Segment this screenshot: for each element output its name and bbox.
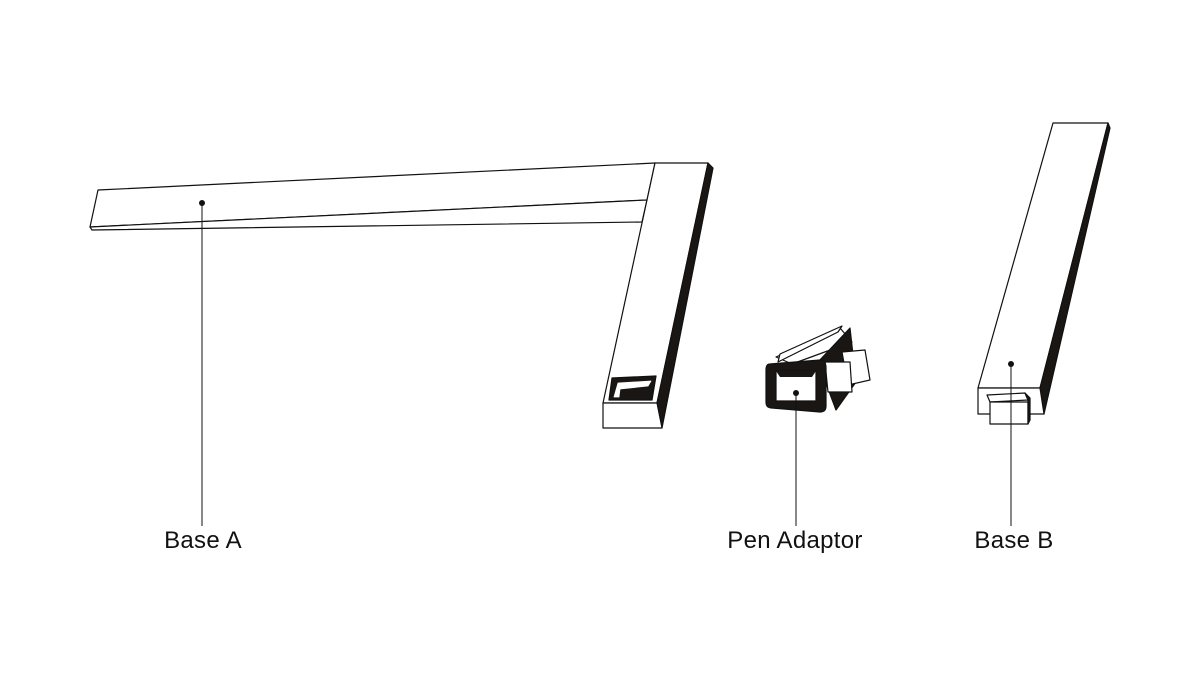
base-b-top-face — [977, 122, 1109, 389]
base-a-part — [89, 162, 714, 429]
base-b-end-tab — [986, 392, 1029, 403]
base-a-slot — [608, 375, 657, 401]
pen-adaptor-part — [765, 325, 871, 413]
label-pen-adaptor: Pen Adaptor — [727, 527, 863, 554]
pen-adaptor-tab-front — [824, 361, 853, 393]
label-base-b: Base B — [974, 527, 1054, 554]
base-b-part — [977, 122, 1111, 425]
base-a-end-face — [602, 402, 663, 429]
label-base-a: Base A — [164, 527, 242, 554]
base-b-end-tab-front — [989, 401, 1029, 425]
